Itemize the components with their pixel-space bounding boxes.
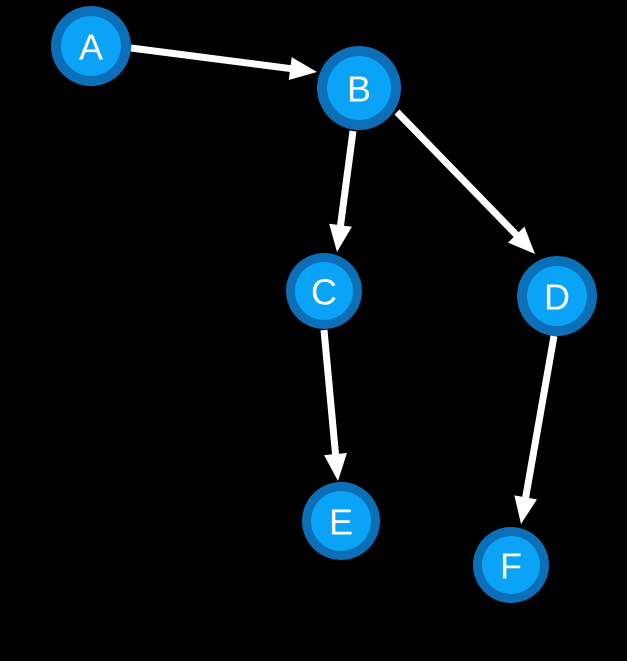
arrowhead-icon [507,226,535,254]
edge-d-to-f [514,335,558,524]
node-fill [311,491,371,551]
node-label: A [79,27,103,68]
graph-node-b[interactable]: B [317,46,401,130]
edge-a-to-b [130,44,317,80]
edge-line [320,329,340,458]
node-fill [295,262,353,320]
node-fill [61,16,121,76]
arrowhead-icon [288,57,317,80]
graph-node-c[interactable]: C [286,253,362,329]
nodes-layer: A B C D E F [51,6,597,603]
edge-line [336,130,357,229]
arrowhead-icon [514,495,537,524]
arrowhead-icon [329,223,352,252]
graph-node-a[interactable]: A [51,6,131,86]
node-label: E [329,502,353,543]
edge-b-to-c [329,130,357,252]
edge-line [130,44,294,73]
graph-node-d[interactable]: D [517,256,597,336]
node-label: D [544,277,570,318]
edge-line [394,109,521,240]
edge-line [521,335,558,501]
edges-layer [130,44,558,524]
node-fill [527,266,587,326]
graph-node-e[interactable]: E [302,482,380,560]
node-label: F [500,546,522,587]
arrowhead-icon [324,453,347,481]
edge-c-to-e [320,329,347,481]
node-fill [482,536,540,594]
graph-node-f[interactable]: F [473,527,549,603]
node-label: C [311,272,337,313]
node-fill [327,56,391,120]
edge-b-to-d [394,109,535,254]
node-label: B [347,69,371,110]
